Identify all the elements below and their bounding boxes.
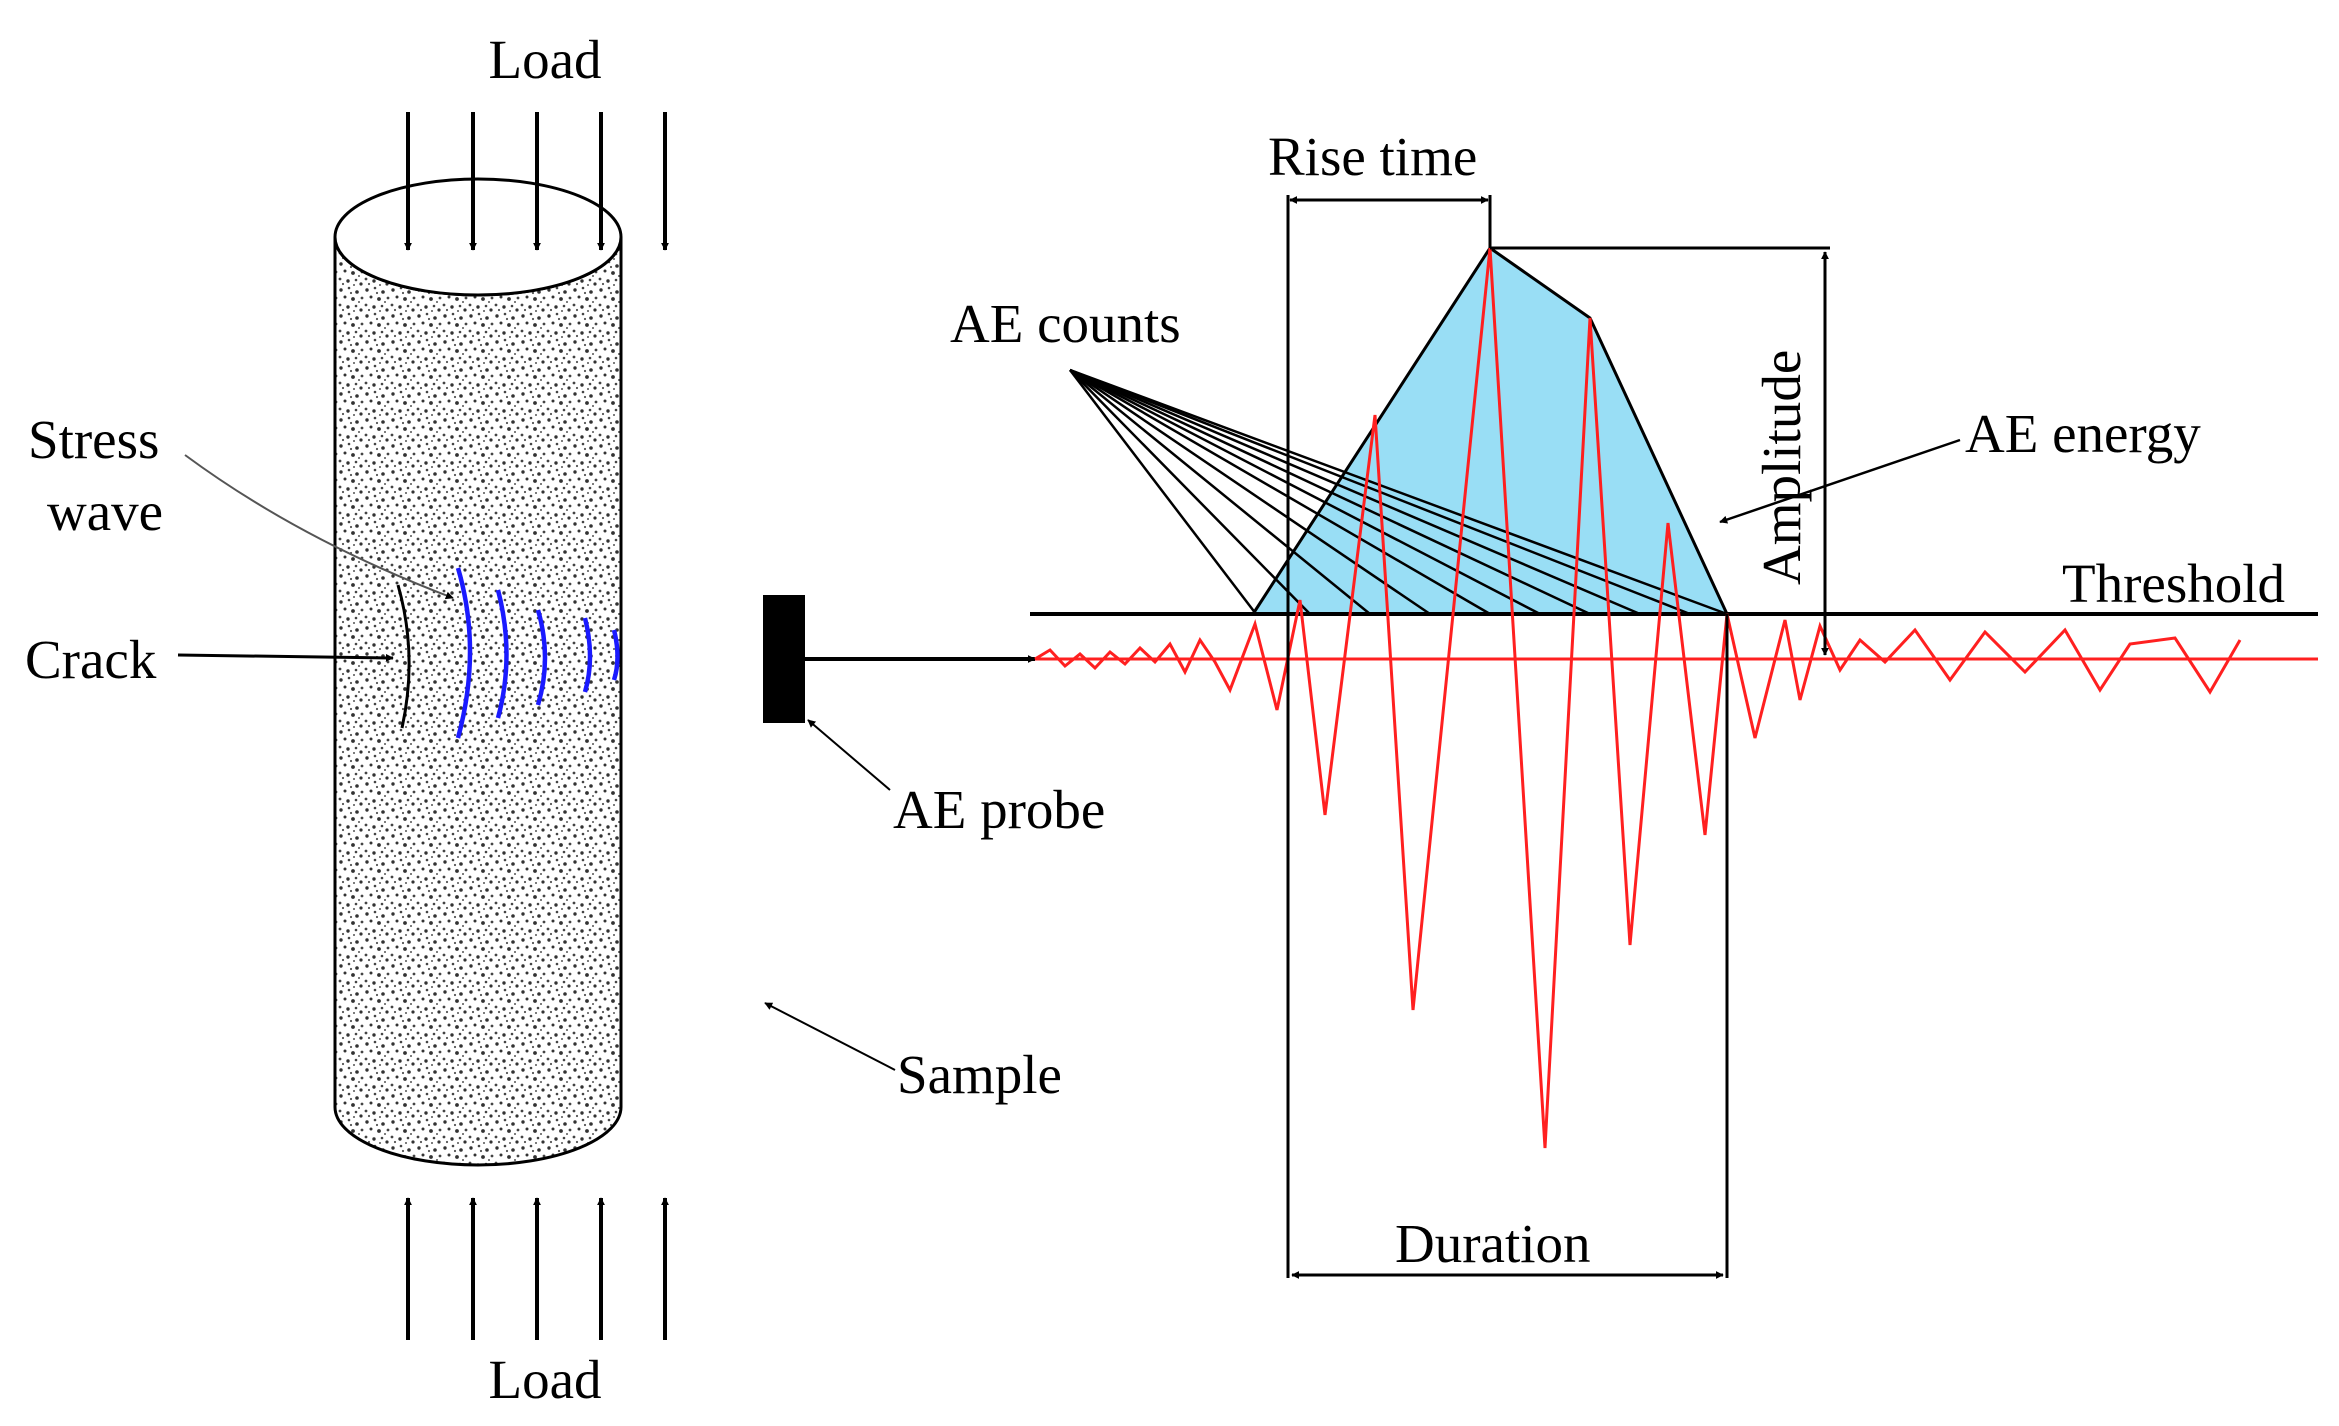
rise-time-dimension bbox=[1286, 195, 1492, 1278]
ae-energy-label: AE energy bbox=[1965, 403, 2201, 464]
duration-dimension bbox=[1291, 614, 1729, 1279]
load-bottom-label: Load bbox=[488, 1349, 601, 1410]
amplitude-label: Amplitude bbox=[1751, 350, 1812, 585]
threshold-label: Threshold bbox=[2062, 553, 2285, 614]
rise-time-label: Rise time bbox=[1268, 126, 1477, 187]
load-top-label: Load bbox=[488, 29, 601, 90]
leader-lines-left bbox=[184, 454, 896, 1071]
stress-wave-label-line1: Stress bbox=[28, 409, 159, 470]
load-arrows-bottom bbox=[404, 1197, 669, 1340]
ae-energy-envelope bbox=[1250, 245, 1730, 616]
ae-count-lines bbox=[1069, 368, 1728, 616]
ae-energy-leader bbox=[1719, 438, 1961, 524]
crack-label: Crack bbox=[25, 629, 157, 690]
sample-label: Sample bbox=[897, 1044, 1062, 1105]
ae-probe-sensor bbox=[763, 595, 805, 723]
duration-label: Duration bbox=[1395, 1213, 1591, 1274]
ae-counts-label: AE counts bbox=[950, 293, 1181, 354]
ae-probe-label: AE probe bbox=[893, 779, 1105, 840]
stress-wave-label-line2: wave bbox=[47, 481, 163, 542]
crack-mark bbox=[396, 584, 411, 729]
load-arrows-top bbox=[404, 112, 669, 251]
crack-arrow bbox=[177, 653, 394, 662]
sample-cylinder bbox=[333, 177, 623, 1167]
amplitude-dimension bbox=[1490, 246, 1830, 656]
ae-waveform bbox=[1034, 247, 2242, 1149]
stress-wave-arcs bbox=[455, 567, 620, 739]
cylinder-top-face bbox=[333, 177, 623, 297]
